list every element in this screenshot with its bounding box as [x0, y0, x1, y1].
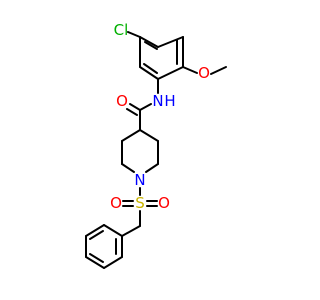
atom-n-piperidine: N: [134, 171, 145, 189]
atom-n-amide: N: [152, 92, 163, 110]
atom-o-methoxy: O: [198, 64, 210, 82]
bond-aryl-4-double: [143, 63, 158, 74]
bond-c-o-carbonyl-double: [126, 108, 138, 116]
atom-h-amide: H: [164, 92, 175, 110]
bond-aryl-6-double: [144, 41, 158, 50]
bond-aryl-4: [139, 66, 159, 80]
bond-ph-5: [85, 224, 105, 237]
bond-ph-6: [103, 224, 123, 237]
atom-o-sulfonyl-right: O: [158, 194, 170, 212]
atom-o-sulfonyl-left: O: [110, 194, 122, 212]
bond-n-carbonyl-c: [139, 103, 152, 111]
bonds: [85, 31, 227, 269]
bond-aryl-o-methoxy: [182, 66, 198, 74]
bond-pip-6: [121, 129, 141, 142]
bond-aryl-3: [157, 66, 184, 80]
atom-o-carbonyl: O: [116, 92, 128, 110]
bond-ph-2: [103, 256, 123, 269]
bond-aryl-1: [157, 36, 184, 48]
atom-cl: Cl: [114, 21, 129, 39]
bond-c-cl: [127, 31, 141, 38]
molecule-structure: Cl O N H O N S O O: [85, 21, 227, 269]
bond-pip-3: [145, 163, 159, 173]
bond-o-methyl: [210, 66, 227, 75]
atom-labels: Cl O N H O N S O O: [110, 21, 210, 212]
bond-aryl-6: [139, 36, 159, 48]
atom-s-sulfonyl: S: [135, 194, 145, 212]
bond-ph-3: [85, 256, 105, 269]
bond-ch2-phenyl: [121, 225, 141, 237]
bond-pip-4: [121, 163, 135, 173]
bond-pip-1: [139, 129, 159, 142]
bond-ph-5-double: [89, 230, 104, 240]
bond-c-o-carbonyl: [129, 103, 141, 111]
bond-ph-3-double: [89, 253, 104, 263]
